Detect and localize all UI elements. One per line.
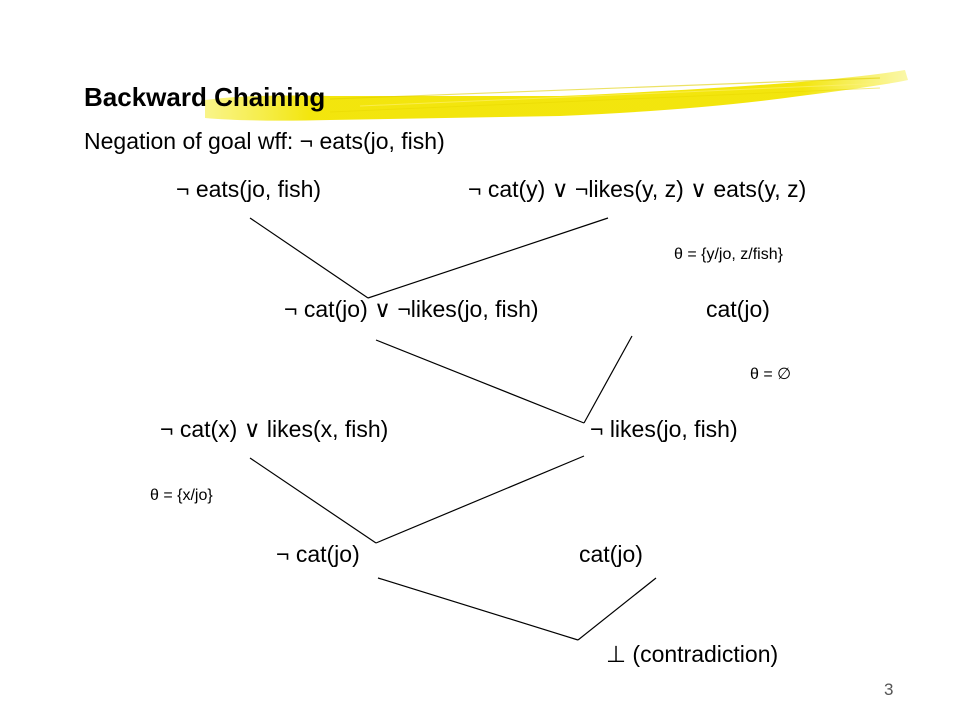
clause-resolvent-1: ¬ cat(jo) ∨ ¬likes(jo, fish): [284, 296, 539, 322]
edge-rule-likes-to-resolvent-3: [249, 457, 377, 544]
edge-fact-cat-2-to-result: [577, 577, 657, 641]
edge-rule-eats-to-resolvent-1: [367, 217, 609, 299]
clause-fact-cat-1: cat(jo): [706, 296, 770, 322]
substitution-2: θ = ∅: [750, 366, 792, 383]
substitution-1: θ = {y/jo, z/fish}: [674, 246, 783, 263]
slide-title: Backward Chaining: [84, 82, 326, 112]
clause-fact-cat-2: cat(jo): [579, 541, 643, 567]
edge-goal-to-resolvent-1: [249, 217, 369, 299]
clause-rule-likes: ¬ cat(x) ∨ likes(x, fish): [160, 416, 389, 442]
clause-resolvent-3: ¬ cat(jo): [276, 541, 360, 567]
substitution-3: θ = {x/jo}: [150, 487, 213, 504]
clause-contradiction: ⊥ (contradiction): [606, 641, 779, 667]
edge-fact-cat-1-to-resolvent-2: [583, 335, 633, 424]
clause-rule-eats: ¬ cat(y) ∨ ¬likes(y, z) ∨ eats(y, z): [468, 176, 807, 202]
goal-negation-line: Negation of goal wff: ¬ eats(jo, fish): [84, 128, 445, 154]
clause-negated-goal: ¬ eats(jo, fish): [176, 176, 322, 202]
clause-resolvent-2: ¬ likes(jo, fish): [590, 416, 738, 442]
edge-resolvent-3-to-result: [377, 577, 579, 641]
edge-resolvent-1-to-resolvent-2: [375, 339, 585, 424]
edge-resolvent-2-to-resolvent-3: [375, 455, 585, 544]
page-number: 3: [884, 680, 894, 699]
